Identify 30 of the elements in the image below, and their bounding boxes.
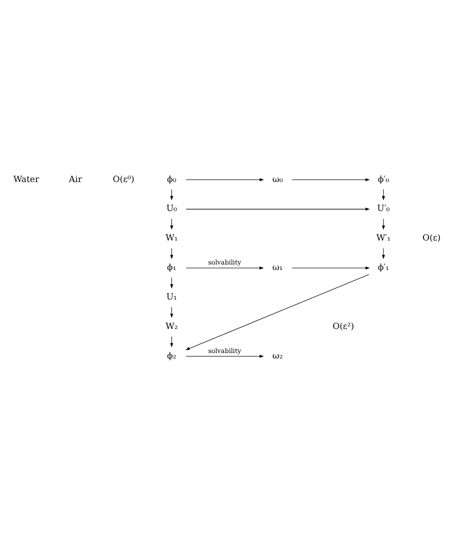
arrow xyxy=(186,354,264,358)
label: Air xyxy=(68,174,82,184)
node-text: ϕ₂ xyxy=(167,350,176,361)
arrow xyxy=(185,274,370,350)
arrow xyxy=(292,178,370,181)
arrow xyxy=(186,266,264,269)
node-text: W₂ xyxy=(166,321,178,332)
label: O(ε²) xyxy=(332,321,354,332)
label: O(ε) xyxy=(422,233,441,244)
node-text: W₁ xyxy=(166,233,178,244)
node-text: U₀ xyxy=(166,204,177,214)
node-text: ω₀ xyxy=(272,174,283,184)
node-text: ω₂ xyxy=(272,350,283,361)
node-text: ϕ₁ xyxy=(167,262,176,273)
node-text: ϕ′₁ xyxy=(378,262,390,273)
arrow xyxy=(382,218,385,230)
arrow xyxy=(292,266,370,269)
node-text: ϕ′₀ xyxy=(378,174,390,184)
label: O(ε⁰) xyxy=(112,174,134,184)
node-text: ω₁ xyxy=(272,262,283,273)
label: Water xyxy=(13,174,40,184)
node-text: U₁ xyxy=(166,292,177,302)
arrow xyxy=(170,247,174,259)
node-text: W′₁ xyxy=(376,233,391,244)
arrow xyxy=(186,207,370,210)
node-text: ϕ₀ xyxy=(167,174,176,184)
arrow xyxy=(382,188,385,200)
arrow xyxy=(186,178,264,181)
node-text: U′₀ xyxy=(377,204,390,214)
arrow xyxy=(382,247,385,259)
